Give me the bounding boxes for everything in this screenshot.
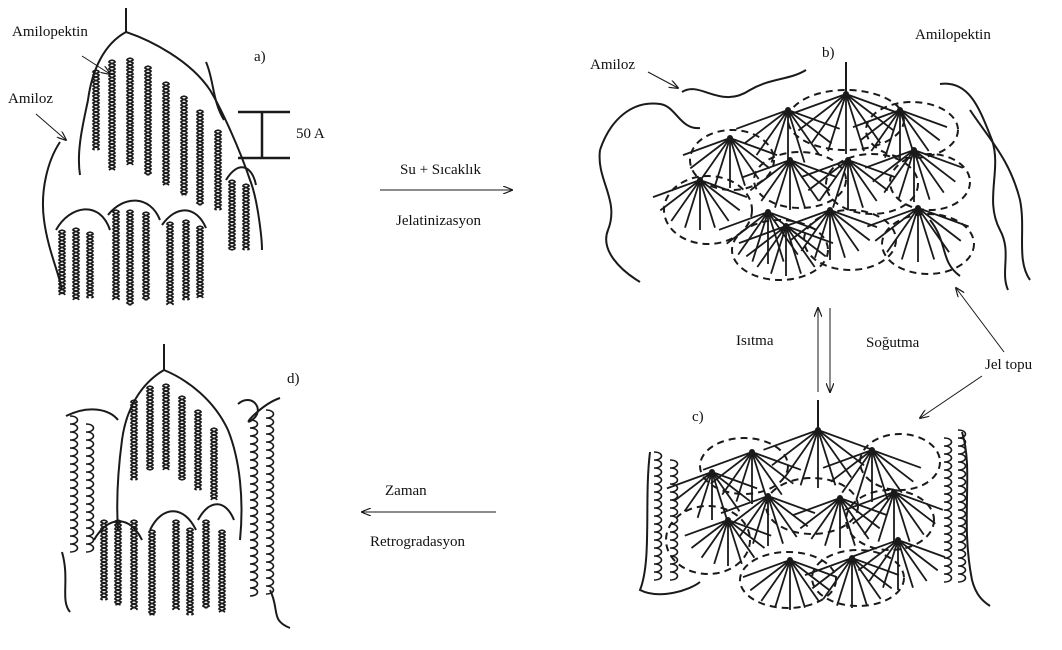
amylopectin-helix [147,386,153,470]
panel-c-gel [640,400,990,610]
amylose-coil-left-d [86,424,94,552]
pointer-amylose-a [36,114,66,140]
amylopectin-helix [203,520,209,608]
amylopectin-helix [163,384,169,470]
panel-b-gelatinized [600,62,1030,290]
amylopectin-helix [59,230,65,295]
label-amylose-a: Amiloz [8,92,53,107]
amylopectin-helix [183,220,189,300]
amylose-strand-b1 [682,70,806,97]
amylopectin-helix [87,232,93,298]
amylose-strand-d3 [270,590,290,628]
branch-outline-left [79,32,126,175]
amylose-coil-left-d [70,416,78,552]
panel-a-granule [43,8,262,305]
amylopectin-helix [93,70,99,150]
amylose-strand-d2 [62,552,70,612]
gel-ball-outline [754,152,846,208]
amylose-coil-left [670,460,678,580]
amylose-strand-c1 [640,452,700,594]
gel-ball-fan [743,557,837,610]
label-gel-ball: Jel topu [985,358,1032,373]
amylopectin-helix [127,210,133,305]
amylopectin-helix [181,96,187,195]
amylopectin-helix [101,520,107,600]
gel-ball-outline [666,506,750,574]
gel-ball-fan [801,157,895,210]
branch-arch [198,504,234,520]
label-retrogradation: Retrogradasyon [370,535,465,550]
amylose-coil-right [958,430,966,582]
amylose-coil-right [944,438,952,582]
amylopectin-helix [113,210,119,300]
label-heating: Isıtma [736,334,774,349]
pointer-amylopectin-a [82,56,110,74]
panel-letter-b: b) [822,46,835,61]
amylose-knot-d [238,398,280,422]
amylopectin-helix [243,184,249,250]
amylopectin-helix [187,528,193,615]
label-water-heat: Su + Sıcaklık [400,163,481,178]
amylopectin-helix [127,58,133,165]
amylopectin-helix [197,226,203,298]
branch-arch [56,209,110,230]
label-gelatinization: Jelatinizasyon [396,214,481,229]
amylose-coil-right-d [250,420,258,596]
amylopectin-helix [163,82,169,185]
pointer-gel-ball-c [920,376,982,418]
panel-letter-c: c) [692,410,704,425]
branch-outline-d-left [117,370,164,530]
branch-outline-d-right [164,370,242,540]
gel-ball-fan [721,493,815,546]
amylose-strand-b2 [600,103,700,150]
amylopectin-helix [197,110,203,205]
scale-bar [238,112,290,158]
amylopectin-helix [73,228,79,300]
amylopectin-helix [131,520,137,610]
amylose-strand-d1 [66,409,118,420]
amylopectin-helix [143,212,149,300]
amylose-coil-right-d [266,410,274,594]
panel-letter-a: a) [254,50,266,65]
amylose-strand-b3 [600,150,640,282]
label-scale: 50 A [296,127,325,142]
amylopectin-helix [219,530,225,612]
panel-d-retrograded [62,344,290,628]
amylopectin-helix [149,530,155,615]
amylopectin-helix [109,60,115,170]
gel-ball-fan [739,223,833,276]
amylopectin-helix [115,520,121,605]
label-time: Zaman [385,484,427,499]
amylose-strand-c2 [962,432,990,606]
amylopectin-helix [215,130,221,210]
pointer-gel-ball-b [956,288,1004,352]
label-amylose-b: Amiloz [590,58,635,73]
gel-ball-fan [719,209,817,264]
amylopectin-helix [167,222,173,305]
amylopectin-helix [211,428,217,500]
label-amylopectin-a: Amilopektin [12,25,88,40]
panel-letter-d: d) [287,372,300,387]
gel-ball-fan [790,91,903,154]
amylopectin-helix [195,410,201,490]
amylopectin-helix [179,396,185,480]
label-cooling: Soğutma [866,336,919,351]
amylose-coil-left [654,452,662,580]
gel-ball-fan [823,447,921,502]
pointer-amylose-b [648,72,678,88]
amylopectin-helix [173,520,179,610]
label-amylopectin-b: Amilopektin [915,28,991,43]
amylopectin-helix [145,66,151,175]
amylopectin-helix [131,400,137,480]
amylose-strand-b5 [970,110,1030,280]
gel-ball-fan [865,147,963,202]
amylopectin-helix [229,180,235,250]
